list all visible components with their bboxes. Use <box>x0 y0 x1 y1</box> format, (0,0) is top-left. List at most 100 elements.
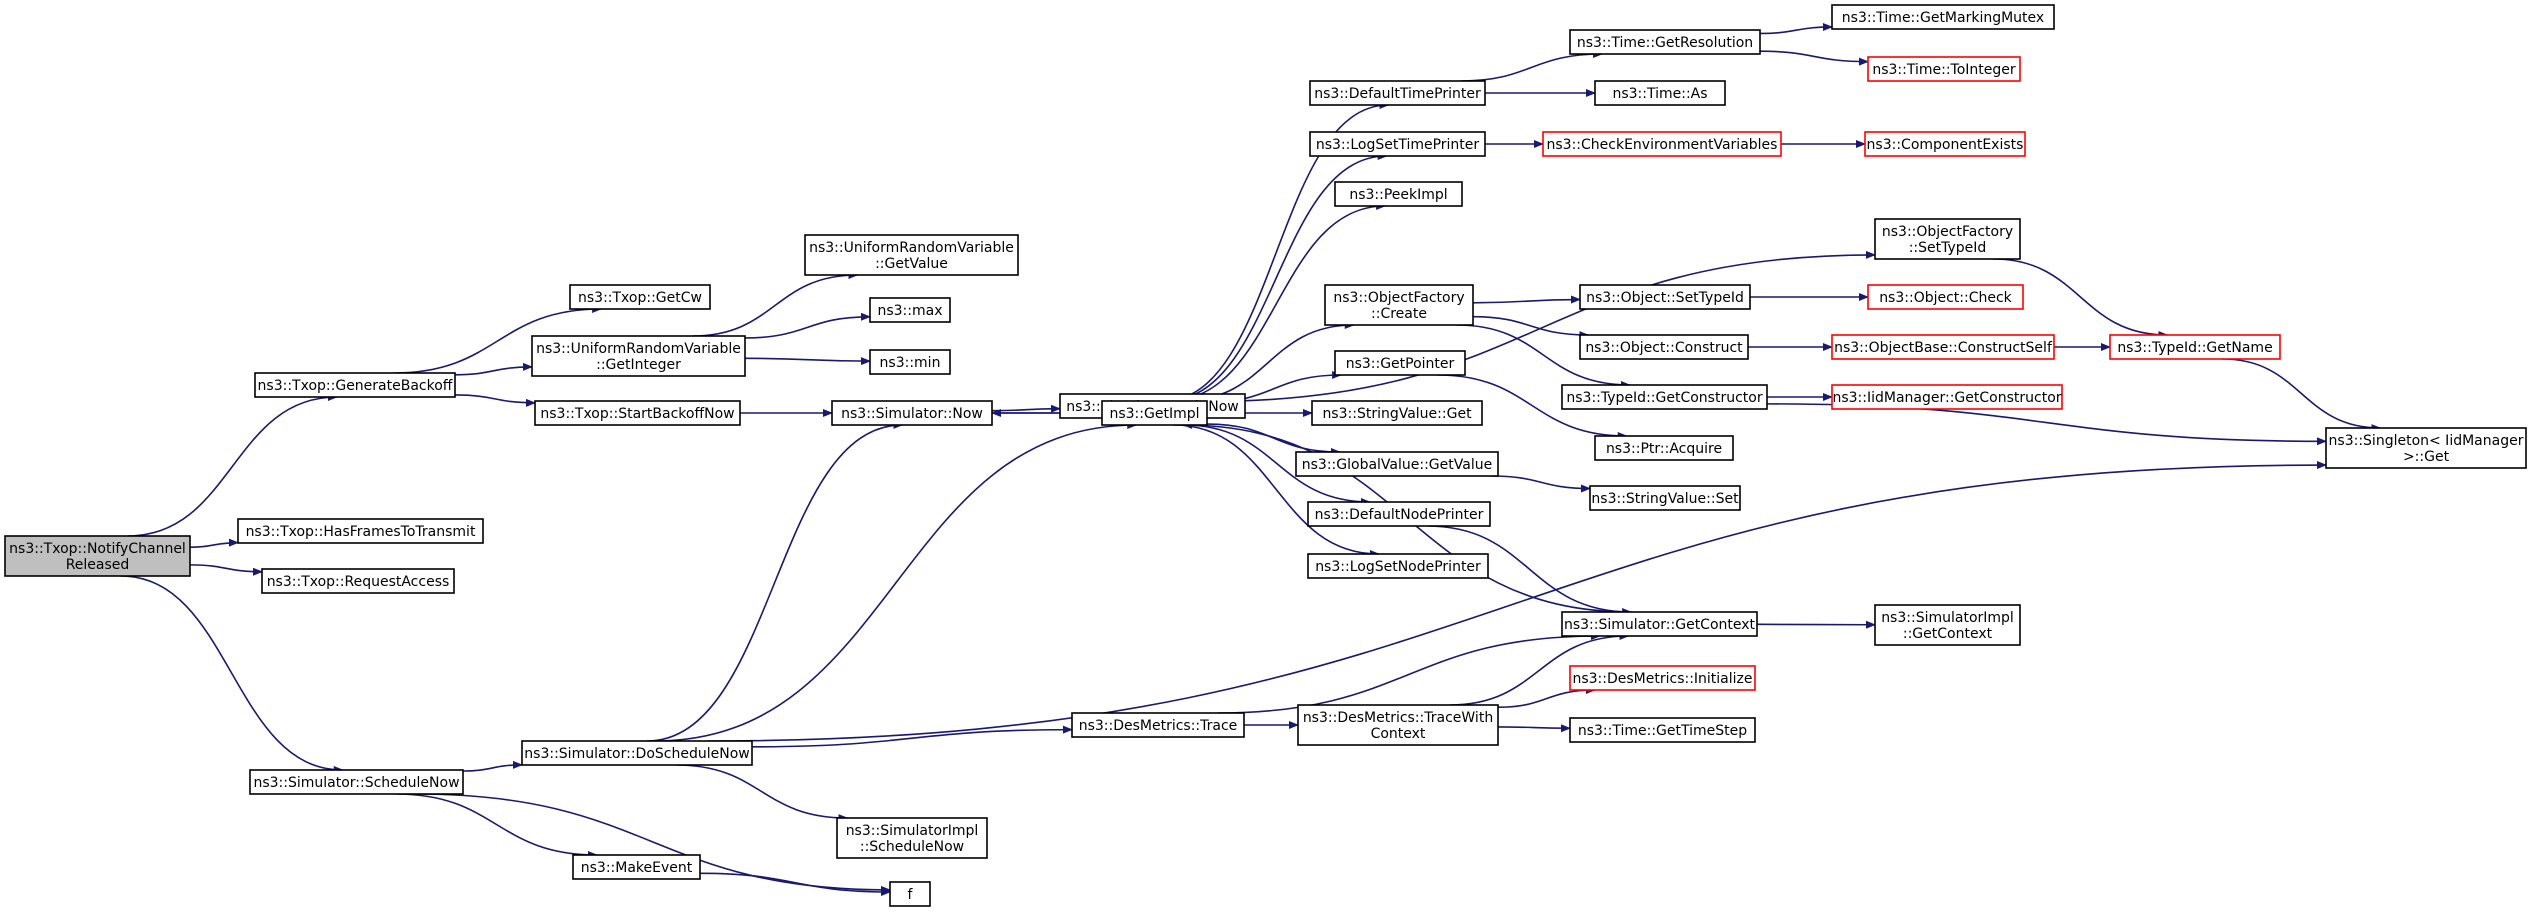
node-genbackoff[interactable]: ns3::Txop::GenerateBackoff <box>254 372 456 398</box>
node-box <box>1561 611 1758 637</box>
node-label: ns3::Txop::RequestAccess <box>267 574 450 590</box>
node-getimpl[interactable]: ns3::GetImpl <box>1101 400 1208 426</box>
node-sim-getctx[interactable]: ns3::Simulator::GetContext <box>1561 611 1758 637</box>
node-box <box>1307 553 1489 579</box>
edge-getpointer-to-ptr_acquire <box>1437 374 1628 440</box>
edge-genbackoff-to-startbackoff <box>454 394 536 407</box>
edge-schednow-to-makeevent <box>396 793 598 859</box>
node-box <box>1569 717 1756 743</box>
node-obj-settypeid[interactable]: ns3::Object::SetTypeId <box>1579 284 1751 310</box>
node-label: ns3::Simulator::GetContext <box>1564 617 1756 633</box>
edge-getimpl-to-peekimpl <box>1167 202 1387 402</box>
node-time-getmarkingmutex[interactable]: ns3::Time::GetMarkingMutex <box>1831 4 2055 30</box>
edge-doschednow-to-simimpl_schednow <box>675 764 849 822</box>
node-typeid-getname[interactable]: ns3::TypeId::GetName <box>2109 334 2281 360</box>
node-startbackoff[interactable]: ns3::Txop::StartBackoffNow <box>534 400 741 426</box>
edge-getimpl-to-defnodeprinter <box>1183 424 1371 506</box>
node-box <box>869 297 951 323</box>
node-label: ns3::Txop::NotifyChannel <box>9 541 186 557</box>
node-label: ns3::GetImpl <box>1109 406 1199 422</box>
node-simnow[interactable]: ns3::Simulator::Now <box>831 400 993 426</box>
node-label: ns3::PeekImpl <box>1349 187 1447 203</box>
node-label: ns3::Simulator::Now <box>841 406 983 422</box>
node-schednow[interactable]: ns3::Simulator::ScheduleNow <box>249 769 464 795</box>
node-iidmanager-getctor[interactable]: ns3::IidManager::GetConstructor <box>1831 384 2063 410</box>
node-box <box>261 568 455 594</box>
node-box <box>1295 451 1499 477</box>
node-defnodeprinter[interactable]: ns3::DefaultNodePrinter <box>1307 501 1491 527</box>
node-singleton-get[interactable]: ns3::Singleton< IidManager >::Get <box>2325 427 2527 469</box>
node-label: ns3::ObjectBase::ConstructSelf <box>1834 340 2053 356</box>
node-label: Context <box>1371 726 1426 742</box>
node-label: ns3::max <box>877 303 942 319</box>
node-globalvalue-getval[interactable]: ns3::GlobalValue::GetValue <box>1295 451 1499 477</box>
node-getpointer[interactable]: ns3::GetPointer <box>1334 350 1466 376</box>
node-objbase-constructself[interactable]: ns3::ObjectBase::ConstructSelf <box>1831 334 2055 360</box>
node-doschednow[interactable]: ns3::Simulator::DoScheduleNow <box>521 740 753 766</box>
edge-time_getres-to-time_tointeger <box>1759 50 1869 66</box>
node-label: ns3::Txop::GenerateBackoff <box>258 378 453 394</box>
node-box <box>1101 400 1208 426</box>
node-typeid-getctor[interactable]: ns3::TypeId::GetConstructor <box>1561 384 1768 410</box>
node-urv-getint[interactable]: ns3::UniformRandomVariable::GetInteger <box>531 335 746 377</box>
node-min[interactable]: ns3::min <box>869 349 951 375</box>
node-label: ns3::Time::GetTimeStep <box>1578 723 1747 739</box>
node-deftimeprinter[interactable]: ns3::DefaultTimePrinter <box>1309 80 1486 106</box>
node-label: ns3::Txop::GetCw <box>578 290 702 306</box>
node-f[interactable]: f <box>889 881 931 907</box>
node-logsetnodeprinter[interactable]: ns3::LogSetNodePrinter <box>1307 553 1489 579</box>
node-obj-check[interactable]: ns3::Object::Check <box>1867 284 2024 310</box>
node-time-as[interactable]: ns3::Time::As <box>1594 80 1726 106</box>
node-label: ns3::DefaultTimePrinter <box>1314 86 1481 102</box>
node-label: ns3::LogSetTimePrinter <box>1316 137 1480 153</box>
node-getcw[interactable]: ns3::Txop::GetCw <box>569 284 711 310</box>
node-label: ::ScheduleNow <box>860 839 964 855</box>
edge-doschednow-to-getimpl <box>655 421 1138 742</box>
node-componentexists[interactable]: ns3::ComponentExists <box>1864 131 2026 157</box>
node-of-create[interactable]: ns3::ObjectFactory::Create <box>1324 284 1474 326</box>
edge-root-to-reqaccess <box>189 564 263 576</box>
node-box <box>804 234 1019 276</box>
node-ptr-acquire[interactable]: ns3::Ptr::Acquire <box>1594 435 1734 461</box>
node-stringvalue-set[interactable]: ns3::StringValue::Set <box>1589 485 1741 511</box>
node-of-settypeid[interactable]: ns3::ObjectFactory::SetTypeId <box>1874 218 2021 260</box>
node-label: ns3::Txop::HasFramesToTransmit <box>246 524 476 540</box>
node-time-getres[interactable]: ns3::Time::GetResolution <box>1569 29 1761 55</box>
node-checkenv[interactable]: ns3::CheckEnvironmentVariables <box>1542 131 1782 157</box>
node-stringvalue-get[interactable]: ns3::StringValue::Get <box>1311 400 1483 426</box>
node-label: ns3::CheckEnvironmentVariables <box>1547 137 1778 153</box>
node-box <box>1542 131 1782 157</box>
node-box <box>1589 485 1741 511</box>
node-makeevent[interactable]: ns3::MakeEvent <box>572 854 701 880</box>
node-box <box>4 535 191 577</box>
node-box <box>254 372 456 398</box>
node-box <box>237 518 484 544</box>
node-reqaccess[interactable]: ns3::Txop::RequestAccess <box>261 568 455 594</box>
node-label: f <box>908 887 914 903</box>
node-desmetrics-trace[interactable]: ns3::DesMetrics::Trace <box>1071 712 1245 738</box>
node-label: ns3::Simulator::DoScheduleNow <box>524 746 749 762</box>
node-obj-construct[interactable]: ns3::Object::Construct <box>1579 334 1749 360</box>
node-logsettimeprinter[interactable]: ns3::LogSetTimePrinter <box>1309 131 1486 157</box>
node-label: ns3::StringValue::Get <box>1322 406 1472 422</box>
edge-getimpl-to-logsetnodeprinter <box>1173 424 1380 558</box>
node-time-gettimestep[interactable]: ns3::Time::GetTimeStep <box>1569 717 1756 743</box>
node-simimpl-schednow[interactable]: ns3::SimulatorImpl::ScheduleNow <box>836 817 988 859</box>
node-box <box>1579 284 1751 310</box>
node-simimpl-getctx[interactable]: ns3::SimulatorImpl::GetContext <box>1874 604 2021 646</box>
node-urv-getval[interactable]: ns3::UniformRandomVariable::GetValue <box>804 234 1019 276</box>
node-time-tointeger[interactable]: ns3::Time::ToInteger <box>1867 56 2021 82</box>
node-label: >::Get <box>2403 449 2450 465</box>
node-box <box>1831 334 2055 360</box>
node-desmetrics-init[interactable]: ns3::DesMetrics::Initialize <box>1569 665 1756 691</box>
node-max[interactable]: ns3::max <box>869 297 951 323</box>
edge-urv_getint-to-min <box>744 357 871 366</box>
edge-of_create-to-obj_settypeid <box>1472 295 1581 304</box>
node-hasframes[interactable]: ns3::Txop::HasFramesToTransmit <box>237 518 484 544</box>
node-peekimpl[interactable]: ns3::PeekImpl <box>1334 181 1463 207</box>
node-label: ns3::min <box>880 355 941 371</box>
node-label: ::Create <box>1371 306 1427 322</box>
